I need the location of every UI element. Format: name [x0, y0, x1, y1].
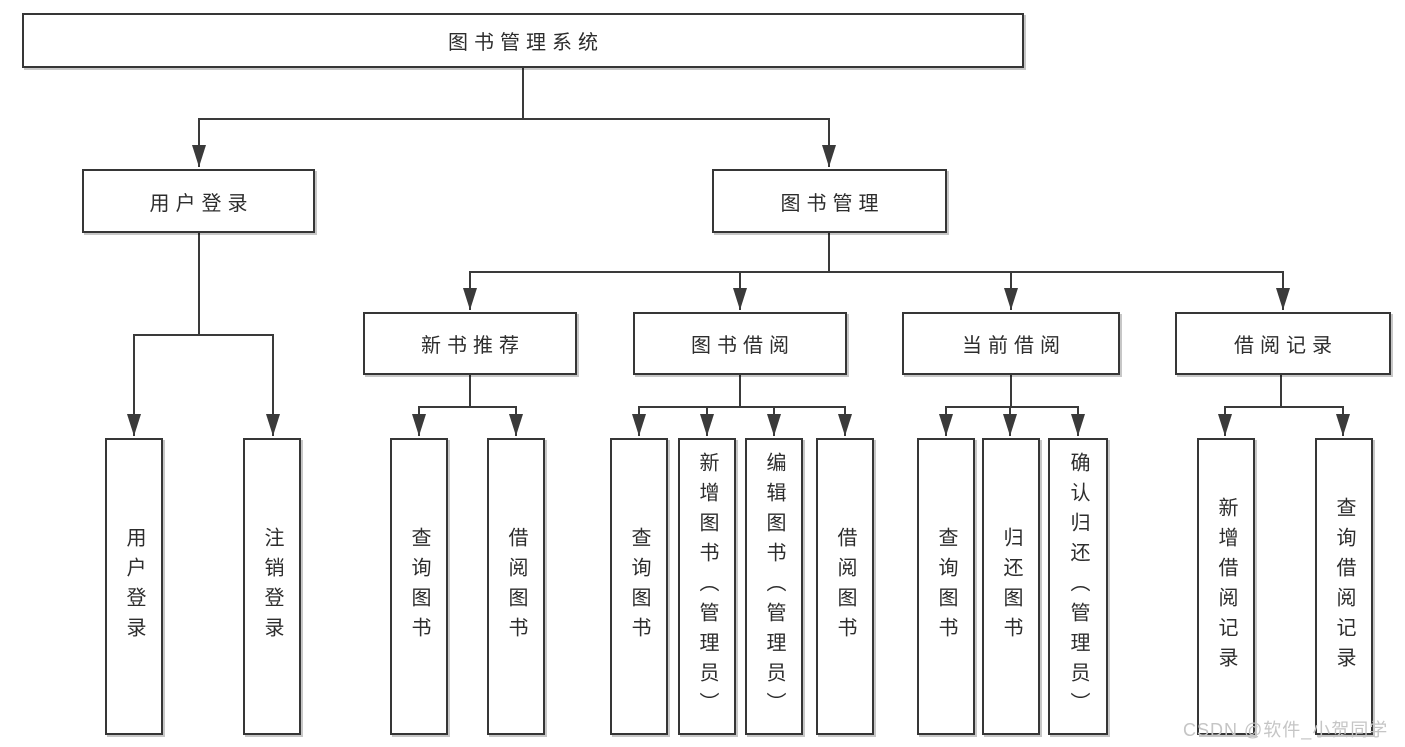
node-leaf-user-login: 用户登录 [105, 438, 163, 735]
node-leaf-logout-label: 注销登录 [261, 526, 283, 647]
node-leaf-br-query: 查询借阅记录 [1315, 438, 1373, 735]
node-leaf-br-add: 新增借阅记录 [1197, 438, 1255, 735]
connectors-user-login [127, 233, 280, 436]
node-leaf-logout: 注销登录 [243, 438, 301, 735]
node-user-login-label: 用户登录 [149, 192, 254, 215]
node-leaf-bb-edit-label: 编辑图书（管理员） [763, 451, 785, 722]
node-leaf-bb-query-label: 查询图书 [628, 526, 650, 647]
node-book-borrow: 图书借阅 [633, 312, 847, 375]
node-leaf-cb-confirm: 确认归还（管理员） [1048, 438, 1108, 735]
connectors-book-mgmt [463, 233, 1290, 310]
connectors-new-books [412, 375, 523, 436]
node-leaf-br-add-label: 新增借阅记录 [1215, 496, 1237, 677]
connectors-root [192, 68, 836, 167]
node-leaf-nb-query: 查询图书 [390, 438, 448, 735]
connectors-book-borrow [632, 375, 852, 436]
node-current-borrow-label: 当前借阅 [962, 335, 1066, 357]
node-user-login: 用户登录 [82, 169, 315, 233]
node-borrow-records-label: 借阅记录 [1234, 335, 1338, 357]
csdn-watermark: CSDN @软件_小贺同学 [1183, 720, 1389, 740]
node-borrow-records: 借阅记录 [1175, 312, 1391, 375]
node-leaf-cb-return: 归还图书 [982, 438, 1040, 735]
connectors-borrow-records [1218, 375, 1350, 436]
node-root-label: 图书管理系统 [448, 32, 604, 54]
node-book-mgmt: 图书管理 [712, 169, 947, 233]
node-leaf-cb-query-label: 查询图书 [935, 526, 957, 647]
connectors-current-borrow [939, 375, 1085, 436]
node-leaf-bb-edit: 编辑图书（管理员） [745, 438, 803, 735]
node-leaf-cb-confirm-label: 确认归还（管理员） [1067, 451, 1089, 722]
node-leaf-bb-add-label: 新增图书（管理员） [696, 451, 718, 722]
node-leaf-bb-add: 新增图书（管理员） [678, 438, 736, 735]
node-root: 图书管理系统 [22, 13, 1024, 68]
node-new-books-label: 新书推荐 [421, 335, 525, 357]
node-leaf-nb-borrow-label: 借阅图书 [505, 526, 527, 647]
node-book-mgmt-label: 图书管理 [780, 192, 885, 215]
node-leaf-bb-borrow: 借阅图书 [816, 438, 874, 735]
node-leaf-user-login-label: 用户登录 [123, 526, 145, 647]
node-leaf-bb-borrow-label: 借阅图书 [834, 526, 856, 647]
node-leaf-nb-query-label: 查询图书 [408, 526, 430, 647]
node-current-borrow: 当前借阅 [902, 312, 1120, 375]
node-leaf-cb-query: 查询图书 [917, 438, 975, 735]
node-leaf-br-query-label: 查询借阅记录 [1333, 496, 1355, 677]
node-new-books: 新书推荐 [363, 312, 577, 375]
node-book-borrow-label: 图书借阅 [691, 335, 795, 357]
node-leaf-nb-borrow: 借阅图书 [487, 438, 545, 735]
node-leaf-bb-query: 查询图书 [610, 438, 668, 735]
node-leaf-cb-return-label: 归还图书 [1000, 526, 1022, 647]
